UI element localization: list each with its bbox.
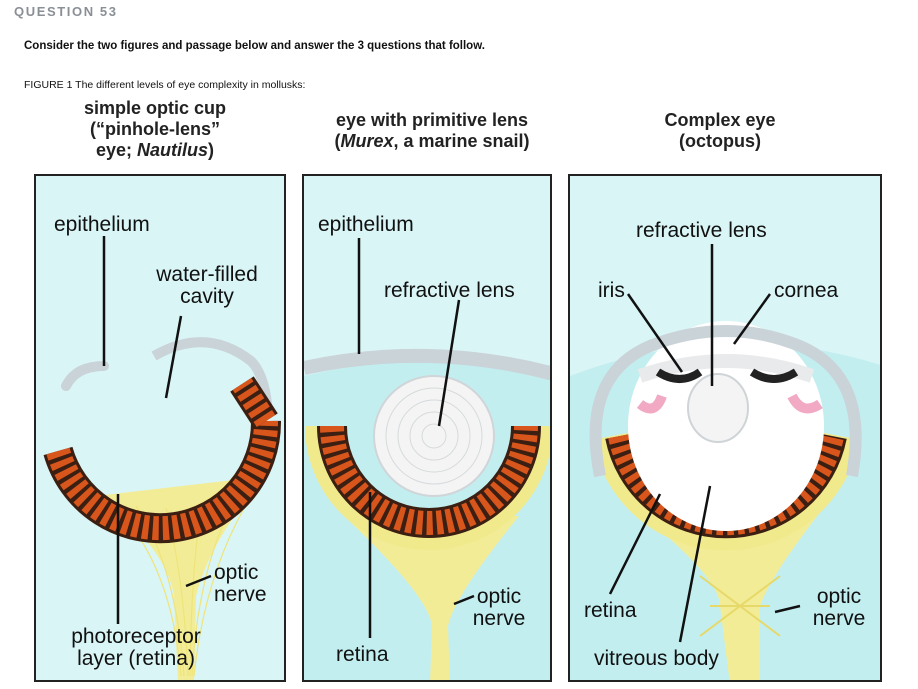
label-refractive-lens: refractive lens [384, 279, 515, 302]
label-retina: retina [584, 599, 637, 622]
panel-complex-eye: refractive lens iris cornea retina optic… [568, 174, 882, 682]
label-cornea: cornea [774, 279, 839, 302]
question-number: QUESTION 53 [14, 4, 118, 19]
label-refractive-lens: refractive lens [636, 219, 767, 242]
label-retina: retina [336, 643, 389, 666]
refractive-lens-shape [687, 373, 749, 443]
iris-right-shape [749, 368, 799, 383]
panel-2-title-line1: eye with primitive lens [335, 110, 529, 130]
instruction-text: Consider the two figures and passage bel… [24, 40, 485, 52]
pinhole-eye-illustration [43, 236, 282, 680]
label-epithelium: epithelium [318, 213, 414, 236]
panel-1-title-line2: (“pinhole-lens” [90, 119, 220, 139]
complex-eye-illustration [570, 244, 880, 680]
panel-2-title: eye with primitive lens (Murex, a marine… [300, 110, 564, 152]
figure-caption: FIGURE 1 The different levels of eye com… [24, 79, 306, 91]
iris-left-shape [655, 368, 703, 383]
panel-3-title-line2: (octopus) [679, 131, 761, 151]
label-vitreous-body: vitreous body [594, 647, 719, 670]
panel-1-title-species: Nautilus [137, 140, 209, 160]
label-epithelium: epithelium [54, 213, 150, 236]
primitive-lens-eye-illustration [304, 238, 550, 680]
panel-1-title-line3: eye; Nautilus) [95, 140, 215, 160]
panel-3-title-line1: Complex eye [664, 110, 776, 130]
label-iris: iris [598, 279, 625, 302]
panel-2-title-line2: (Murex, a marine snail) [334, 131, 530, 151]
panel-1-title-line1: simple optic cup [83, 98, 227, 118]
refractive-lens-shape [373, 375, 495, 497]
panel-3-title: Complex eye (octopus) [600, 110, 840, 152]
panel-2-title-species: Murex [340, 131, 394, 151]
panel-1-title: simple optic cup (“pinhole-lens” eye; Na… [50, 98, 260, 161]
